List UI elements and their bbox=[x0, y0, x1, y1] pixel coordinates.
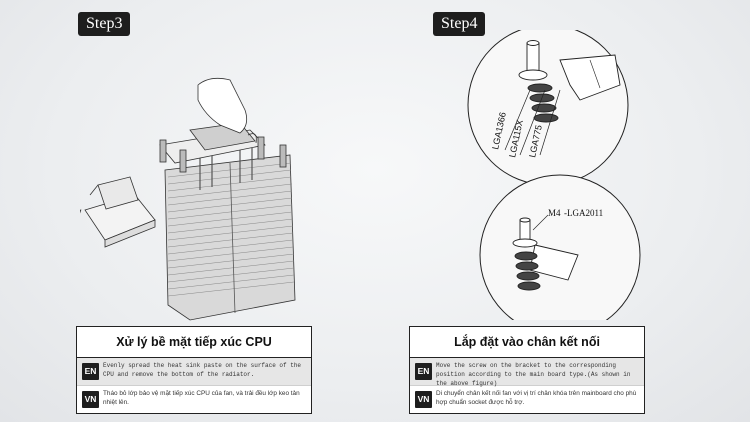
label-m4: M4 bbox=[548, 208, 561, 218]
step3-en-row: EN Evenly spread the heat sink paste on … bbox=[77, 358, 311, 386]
heatsink-fins-icon bbox=[164, 154, 296, 321]
step3-badge: Step3 bbox=[78, 12, 131, 36]
vn-tag: VN bbox=[82, 391, 99, 408]
hand-icon bbox=[197, 77, 248, 134]
screw-icon bbox=[518, 40, 559, 123]
step3-vn-text: Tháo bỏ lớp bảo vệ mặt tiếp xúc CPU của … bbox=[103, 390, 300, 406]
step4-en-text: Move the screw on the bracket to the cor… bbox=[436, 362, 631, 387]
cooler-illustration bbox=[80, 77, 296, 321]
step3-caption-box: Xử lý bề mặt tiếp xúc CPU EN Evenly spre… bbox=[76, 326, 312, 414]
screw-position-illustration: LGA1366 LGA115X LGA775 M4 -LGA2011 bbox=[467, 30, 641, 320]
step3-en-text: Evenly spread the heat sink paste on the… bbox=[103, 362, 302, 378]
step4-caption-box: Lắp đặt vào chân kết nối EN Move the scr… bbox=[409, 326, 645, 414]
step4-en-row: EN Move the screw on the bracket to the … bbox=[410, 358, 644, 387]
label-lga2011: -LGA2011 bbox=[564, 208, 603, 218]
heat-pipes-icon bbox=[199, 148, 253, 190]
step4-title: Lắp đặt vào chân kết nối bbox=[410, 327, 644, 358]
bottom-detail-circle: M4 -LGA2011 bbox=[479, 174, 641, 320]
step4-vn-row: VN Di chuyển chân kết nối fan với vị trí… bbox=[410, 386, 644, 413]
en-tag: EN bbox=[82, 363, 99, 380]
vn-tag: VN bbox=[415, 391, 432, 408]
screw-lga2011-icon bbox=[512, 217, 541, 291]
cpu-socket-icon bbox=[80, 176, 156, 248]
step3-vn-row: VN Tháo bỏ lớp bảo vệ mặt tiếp xúc CPU c… bbox=[77, 386, 311, 413]
step4-badge: Step4 bbox=[433, 12, 486, 36]
top-detail-circle: LGA1366 LGA115X LGA775 bbox=[467, 30, 629, 186]
en-tag: EN bbox=[415, 363, 432, 380]
step3-title: Xử lý bề mặt tiếp xúc CPU bbox=[77, 327, 311, 358]
step4-vn-text: Di chuyển chân kết nối fan với vị trí ch… bbox=[436, 390, 637, 406]
